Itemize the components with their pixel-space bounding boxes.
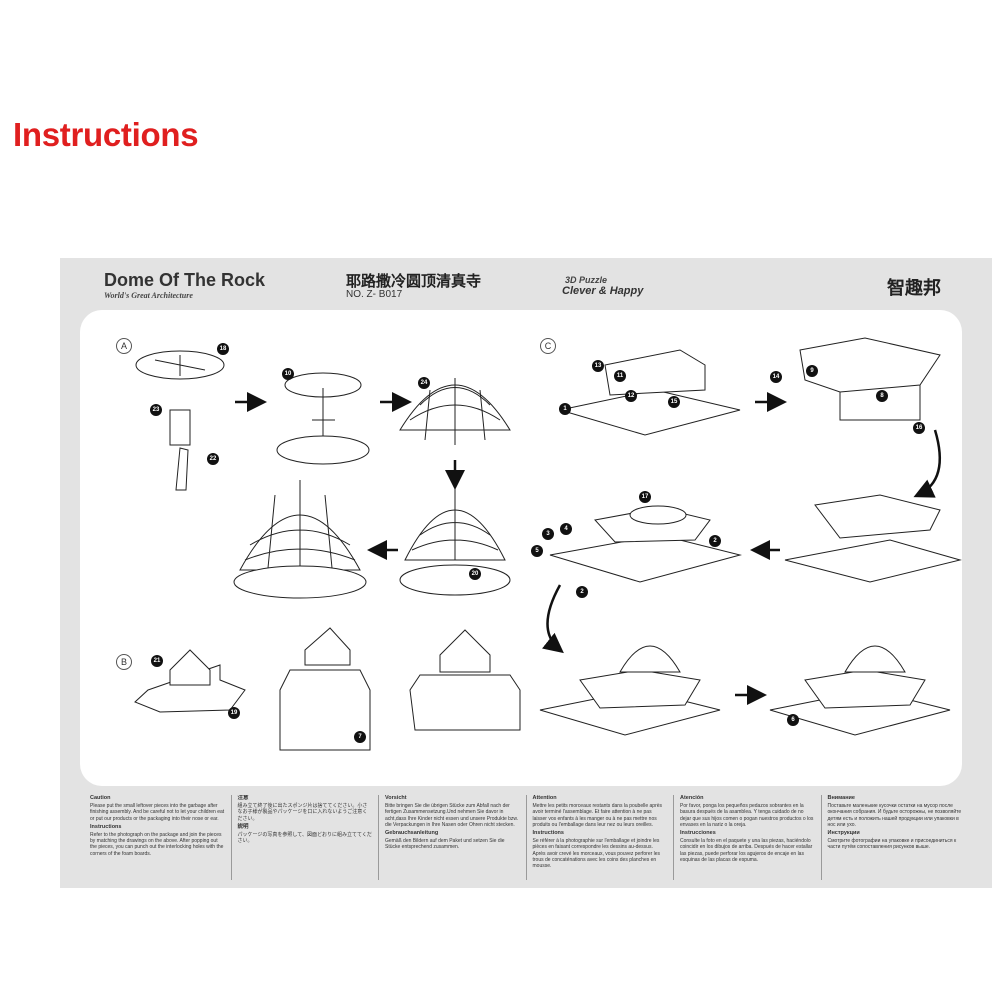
model-title: Dome Of The Rock bbox=[104, 270, 266, 290]
part-number-badge: 16 bbox=[913, 422, 925, 434]
part-number-badge: 6 bbox=[787, 714, 799, 726]
section-label-b: B bbox=[116, 654, 132, 670]
note-instructions-title: Instrucciones bbox=[680, 830, 716, 837]
octagon-tower-diagram bbox=[279, 627, 371, 751]
part-number-badge: 19 bbox=[228, 707, 240, 719]
part-number-badge: 4 bbox=[560, 523, 572, 535]
part-number-badge: 22 bbox=[207, 453, 219, 465]
octagon-base-diagram bbox=[134, 649, 246, 713]
section-label-c: C bbox=[540, 338, 556, 354]
part-number-badge: 13 bbox=[592, 360, 604, 372]
note-german: Vorsicht Bitte bringen Sie die übrigen S… bbox=[378, 795, 526, 880]
part-number-badge: 18 bbox=[217, 343, 229, 355]
assembly-diagrams bbox=[134, 337, 962, 751]
diagram-panel: A B C bbox=[80, 310, 962, 786]
dome-on-building-diagram bbox=[539, 645, 721, 736]
walls-on-board-diagram bbox=[559, 349, 741, 436]
part-number-badge: 11 bbox=[614, 370, 626, 382]
note-instructions-text: Refer to the photograph on the package a… bbox=[90, 832, 224, 857]
finished-octagon-diagram bbox=[409, 629, 521, 731]
part-number-badge: 23 bbox=[150, 404, 162, 416]
instruction-sheet: Dome Of The Rock World's Great Architect… bbox=[60, 258, 992, 888]
note-instructions-text: Consulte la foto en el paquete y una las… bbox=[680, 838, 813, 863]
step-arrows bbox=[235, 392, 942, 705]
finished-dome-diagram bbox=[233, 480, 367, 599]
note-instructions-text: パッケージの写真を参照して、図面どおりに組み立ててください。 bbox=[237, 832, 372, 845]
assembled-disk-diagram bbox=[276, 372, 370, 465]
note-caution-title: Atención bbox=[680, 795, 704, 801]
note-japanese: 注意 組み立て終了後に出たスポンジ片は捨ててください。小さなお子様が製品やパッケ… bbox=[230, 795, 379, 880]
note-caution-text: Bitte bringen Sie die übrigen Stücke zum… bbox=[385, 803, 519, 828]
final-model-diagram bbox=[769, 645, 951, 736]
part-number-badge: 12 bbox=[625, 390, 637, 402]
note-instructions-title: Instructions bbox=[532, 830, 564, 837]
part-number-badge: 5 bbox=[531, 545, 543, 557]
note-english: Caution Please put the small leftover pi… bbox=[84, 795, 231, 880]
brand-tagline-top: 3D Puzzle bbox=[565, 275, 608, 285]
brand-logo: 智趣邦 bbox=[887, 278, 941, 299]
note-caution-title: Attention bbox=[532, 795, 557, 801]
part-number-badge: 2 bbox=[709, 535, 721, 547]
note-instructions-text: Gemäß den Bildern auf dem Paket und setz… bbox=[385, 838, 505, 851]
model-subtitle: World's Great Architecture bbox=[104, 291, 193, 300]
note-caution-text: Por favor, ponga los pequeños pedazos so… bbox=[680, 803, 814, 828]
note-french: Attention Mettre les petits morceaux res… bbox=[525, 795, 674, 880]
page-heading: Instructions bbox=[13, 116, 199, 153]
note-caution-title: Caution bbox=[90, 795, 111, 801]
part-number-badge: 3 bbox=[542, 528, 554, 540]
note-instructions-text: Смотрите фотографии на упаковке и присое… bbox=[827, 838, 957, 851]
note-caution-title: Vorsicht bbox=[385, 795, 407, 801]
roof-on-board-diagram bbox=[784, 494, 962, 583]
note-instructions-title: Инструкции bbox=[827, 830, 860, 837]
part-number-badge: 7 bbox=[354, 731, 366, 743]
part-number-badge: 8 bbox=[876, 390, 888, 402]
roof-ring-diagram bbox=[799, 337, 941, 421]
brand-tagline: Clever & Happy bbox=[562, 285, 644, 297]
note-caution-text: 組み立て終了後に出たスポンジ片は捨ててください。小さなお子様が製品やパッケージを… bbox=[237, 803, 368, 822]
part-number-badge: 2 bbox=[576, 586, 588, 598]
part-number-badge: 17 bbox=[639, 491, 651, 503]
model-number: NO. Z- B017 bbox=[346, 289, 403, 300]
part-number-badge: 20 bbox=[469, 568, 481, 580]
part-number-badge: 10 bbox=[282, 368, 294, 380]
note-caution-text: Please put the small leftover pieces int… bbox=[90, 803, 225, 822]
note-caution-text: Mettre les petits morceaux restants dans… bbox=[532, 803, 663, 828]
note-instructions-text: Se référer à la photographie sur l'embal… bbox=[532, 838, 661, 870]
part-number-badge: 9 bbox=[806, 365, 818, 377]
safety-notes: Caution Please put the small leftover pi… bbox=[84, 795, 968, 880]
dome-frame-diagram bbox=[399, 378, 511, 445]
note-spanish: Atención Por favor, ponga los pequeños p… bbox=[673, 795, 821, 880]
part-number-badge: 14 bbox=[770, 371, 782, 383]
part-number-badge: 1 bbox=[559, 403, 571, 415]
note-instructions-title: Gebrauchsanleitung bbox=[385, 830, 439, 837]
drum-on-roof-diagram bbox=[549, 505, 742, 583]
model-title-chinese: 耶路撒冷圆顶清真寺 bbox=[346, 272, 482, 290]
note-russian: Внимание Поставьте маленькие кусочки ост… bbox=[820, 795, 969, 880]
dome-on-disk-diagram bbox=[399, 480, 511, 596]
section-label-a: A bbox=[116, 338, 132, 354]
disk-piece-diagram bbox=[135, 350, 225, 491]
note-caution-title: Внимание bbox=[827, 795, 856, 801]
part-number-badge: 15 bbox=[668, 396, 680, 408]
part-number-badge: 21 bbox=[151, 655, 163, 667]
note-instructions-title: 説明 bbox=[237, 823, 249, 830]
note-instructions-title: Instructions bbox=[90, 823, 122, 830]
note-caution-title: 注意 bbox=[237, 795, 249, 801]
note-caution-text: Поставьте маленькие кусочки остатки на м… bbox=[827, 803, 962, 828]
part-number-badge: 24 bbox=[418, 377, 430, 389]
